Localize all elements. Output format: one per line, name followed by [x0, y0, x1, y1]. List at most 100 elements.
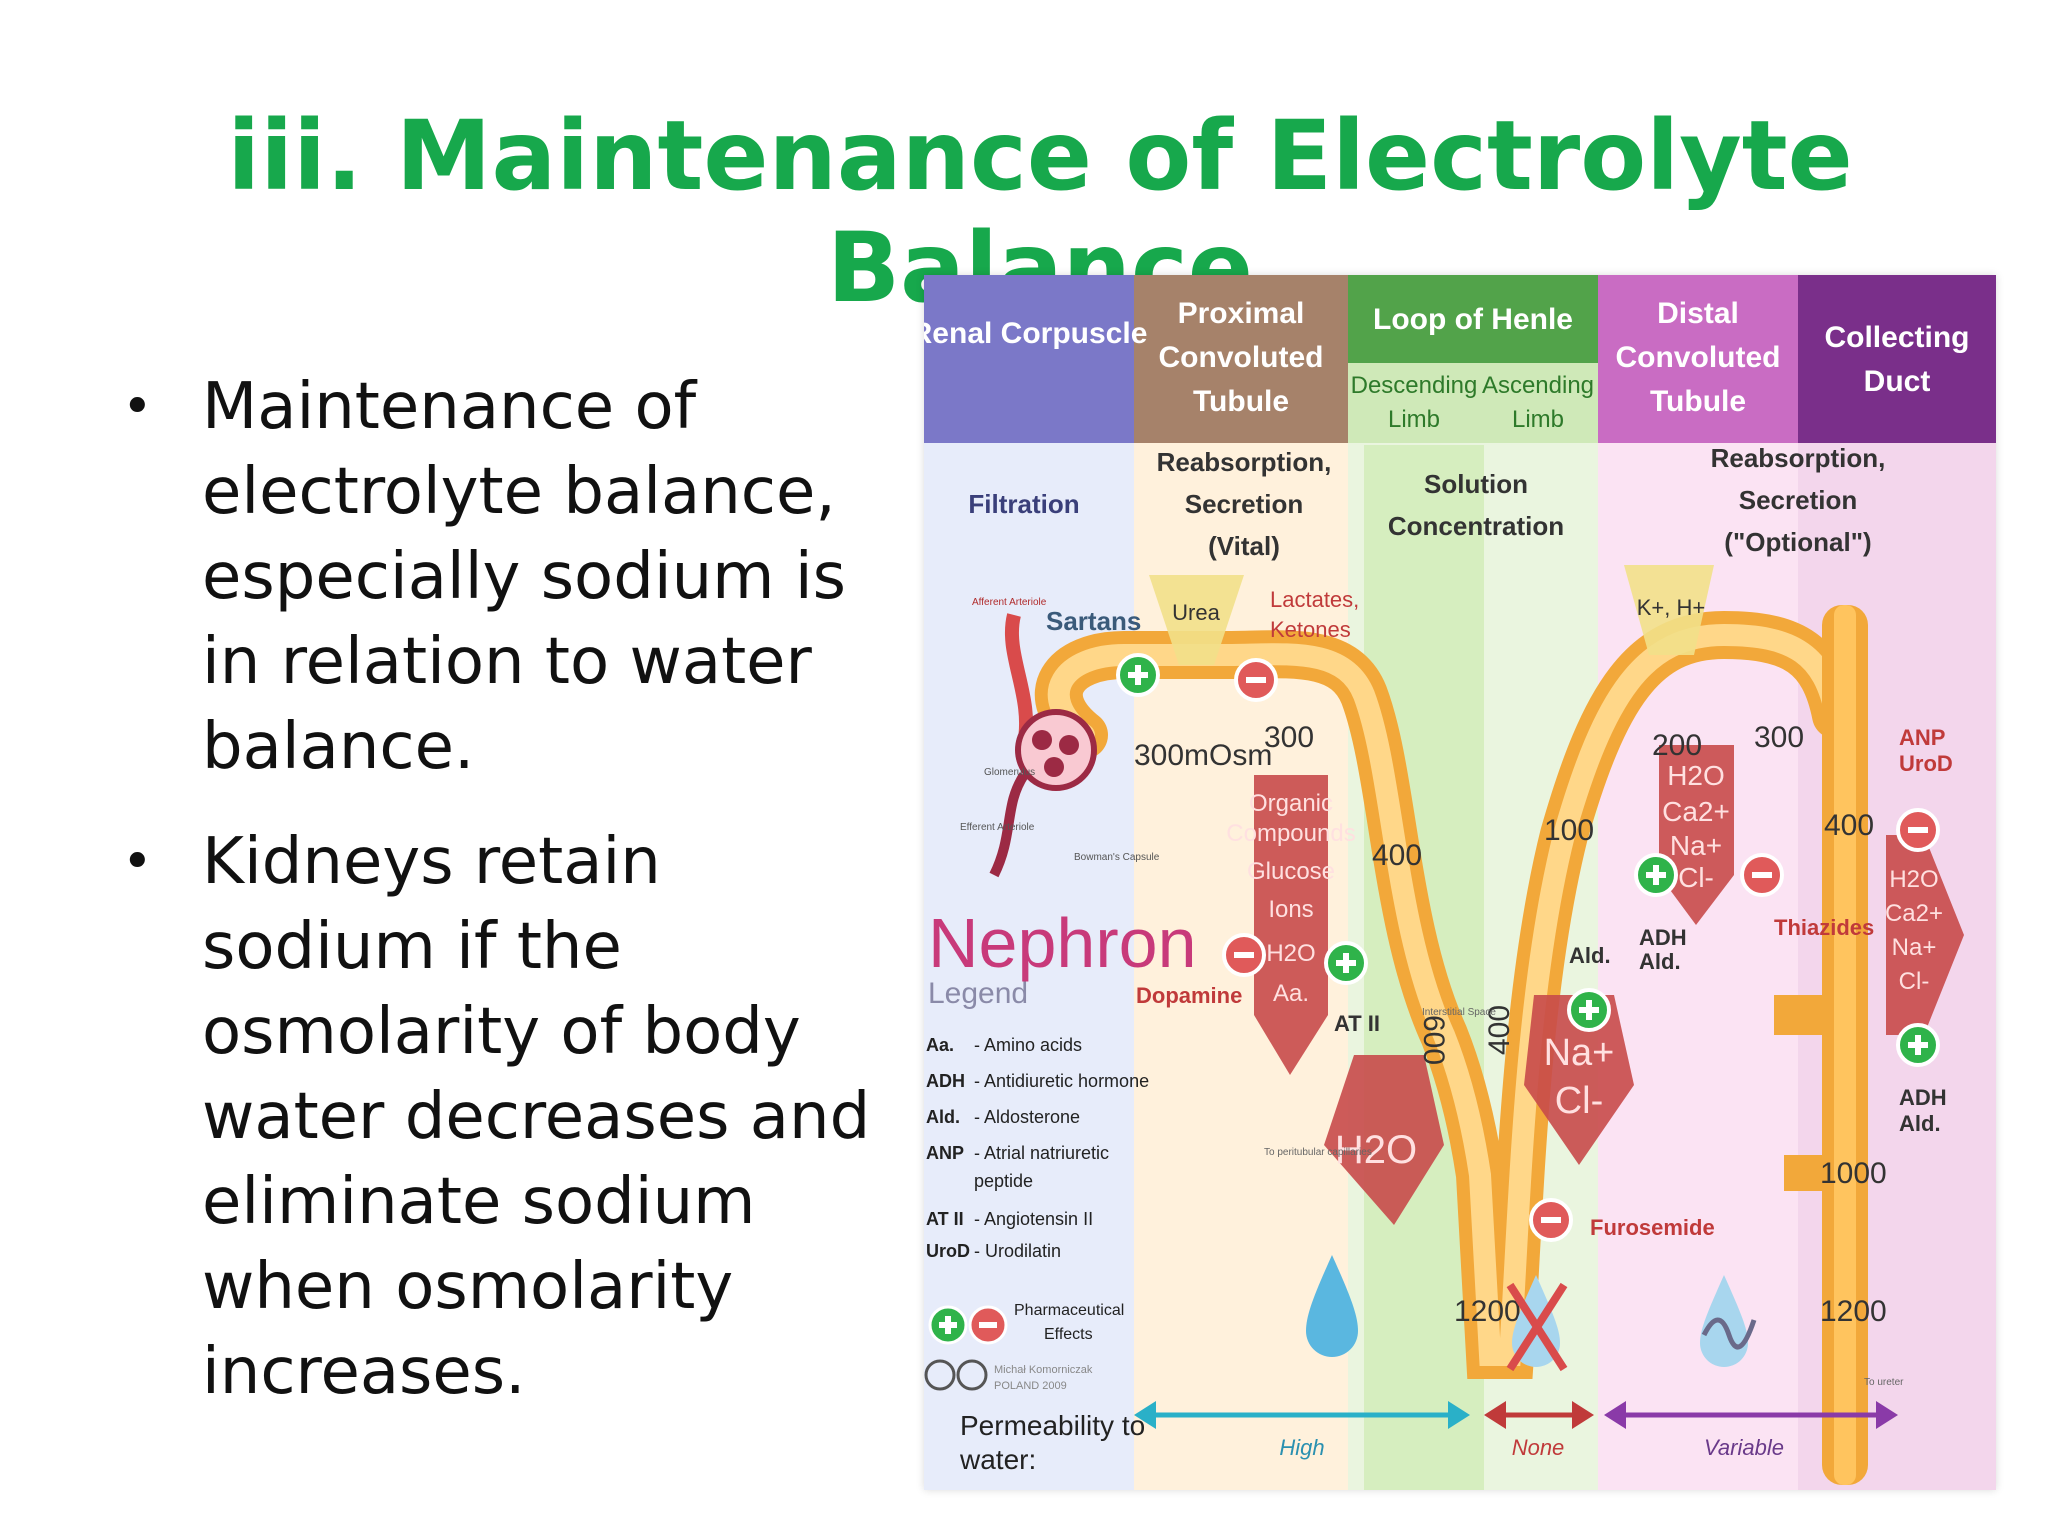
afferent-label: Afferent Arteriole — [972, 597, 1047, 608]
cd-h2o-label: H2O — [1889, 866, 1938, 893]
nephron-title: Nephron — [928, 904, 1197, 982]
legend-abbr: ANP — [926, 1143, 964, 1163]
plus-icon — [1116, 653, 1160, 697]
ketones-label: Ketones — [1270, 617, 1351, 642]
svg-text:Urea: Urea — [1172, 600, 1220, 625]
legend-text: - Atrial natriuretic — [974, 1143, 1109, 1163]
aa-label: Aa. — [1273, 980, 1309, 1007]
thiazides-label: Thiazides — [1774, 915, 1874, 940]
minus-icon — [1529, 1198, 1573, 1242]
interstitial-label: Interstitial Space — [1422, 1007, 1496, 1018]
osm-1200-a: 1200 — [1454, 1295, 1521, 1328]
cd-na-label: Na+ — [1892, 934, 1937, 961]
water-drop-blocked-icon — [1506, 1275, 1568, 1372]
cd-reabsorption-arrow — [1886, 835, 1964, 1035]
anp-label: ANP — [1899, 725, 1945, 750]
loop-water-arrow — [1324, 1055, 1444, 1225]
osm-400-b: 400 — [1483, 1005, 1516, 1055]
osm-100: 100 — [1544, 814, 1594, 847]
osm-200: 200 — [1652, 729, 1702, 762]
header-renal — [924, 275, 1134, 443]
header-collecting — [1798, 275, 1996, 443]
furosemide-label: Furosemide — [1590, 1215, 1715, 1240]
function-dct-line3: ("Optional") — [1724, 527, 1871, 557]
organic-compounds-line1: Organic — [1249, 790, 1333, 817]
lactates-label: Lactates, — [1270, 587, 1359, 612]
function-pct-line1: Reabsorption, — [1157, 447, 1332, 477]
function-dct-line2: Secretion — [1739, 485, 1858, 515]
legend-text: - Amino acids — [974, 1035, 1082, 1055]
header-loop — [1348, 275, 1598, 363]
function-loop-line2: Concentration — [1388, 511, 1564, 541]
kh-funnel: K+, H+ — [1624, 565, 1714, 655]
plus-icon — [1896, 1023, 1940, 1067]
ald-label-2: Ald. — [1639, 949, 1681, 974]
bullet-item: • Maintenance of electrolyte balance, es… — [120, 365, 880, 790]
pharma-line1: Pharmaceutical — [1014, 1302, 1124, 1319]
minus-icon — [1234, 658, 1278, 702]
legend-abbr: AT II — [926, 1209, 964, 1229]
permeability-line1: Permeability to — [960, 1410, 1145, 1441]
capillaries-label: To peritubular capillaries — [1264, 1147, 1372, 1158]
pct-reabsorption-arrow — [1254, 775, 1328, 1075]
glomerulus — [989, 613, 1097, 878]
glomerulus-label: Glomerulus — [984, 767, 1035, 778]
osm-600: 600 — [1417, 1015, 1450, 1065]
bullet-item: • Kidneys retain sodium if the osmolarit… — [120, 820, 880, 1415]
header-proximal-line1: Proximal — [1178, 297, 1305, 330]
header-collecting-line1: Collecting — [1824, 321, 1969, 354]
osm-1000: 1000 — [1820, 1157, 1887, 1190]
slide-title: iii. Maintenance of Electrolyte Balance — [227, 100, 1853, 324]
permeability-variable: Variable — [1704, 1435, 1784, 1460]
header-distal-line2: Convoluted — [1616, 341, 1781, 374]
osm-300: 300 — [1264, 721, 1314, 754]
legend-text: peptide — [974, 1171, 1033, 1191]
minus-icon — [968, 1305, 1008, 1345]
osm-400-c: 400 — [1824, 809, 1874, 842]
nephron-diagram: Renal Corpuscle Proximal Convoluted Tubu… — [924, 275, 1996, 1490]
ascending-limb-line2: Limb — [1512, 406, 1564, 433]
header-renal-label: Renal Corpuscle — [924, 317, 1147, 350]
descending-limb-line2: Limb — [1388, 406, 1440, 433]
legend-abbr: ADH — [926, 1071, 965, 1091]
osm-400-a: 400 — [1372, 839, 1422, 872]
cc-license-icon — [924, 1359, 988, 1391]
header-proximal-line3: Tubule — [1193, 385, 1289, 418]
plus-icon — [928, 1305, 968, 1345]
bullet-text: Kidneys retain sodium if the osmolarity … — [202, 825, 871, 1409]
permeability-high: High — [1279, 1435, 1324, 1460]
glucose-label: Glucose — [1247, 858, 1335, 885]
plus-icon — [1634, 853, 1678, 897]
minus-icon — [1222, 933, 1266, 977]
at2-label: AT II — [1334, 1011, 1380, 1036]
permeability-line2: water: — [959, 1444, 1036, 1475]
bullet-list: • Maintenance of electrolyte balance, es… — [120, 365, 880, 1445]
cd-ca-label: Ca2+ — [1885, 900, 1943, 927]
sartans-label: Sartans — [1046, 606, 1141, 636]
efferent-label: Efferent Arteriole — [960, 822, 1035, 833]
function-pct-line2: Secretion — [1185, 489, 1304, 519]
legend-abbr: Ald. — [926, 1107, 960, 1127]
renal-column-bg — [924, 275, 1134, 1490]
credit-line2: POLAND 2009 — [994, 1380, 1067, 1392]
minus-icon — [1740, 853, 1784, 897]
function-filtration: Filtration — [968, 489, 1079, 519]
minus-icon — [1896, 808, 1940, 852]
header-collecting-line2: Duct — [1864, 365, 1931, 398]
adh-label: ADH — [1639, 925, 1687, 950]
loop-na-label: Na+ — [1544, 1032, 1615, 1074]
water-drop-icon — [1306, 1255, 1358, 1357]
bowman-label: Bowman's Capsule — [1074, 852, 1160, 863]
bullet-dot: • — [122, 377, 153, 437]
urod-label: UroD — [1899, 751, 1953, 776]
function-loop-line1: Solution — [1424, 469, 1528, 499]
organic-compounds-line2: Compounds — [1226, 820, 1355, 847]
legend-title: Legend — [928, 977, 1028, 1010]
descending-limb-line1: Descending — [1351, 372, 1478, 399]
legend-list: Aa. - Amino acids ADH - Antidiuretic hor… — [926, 1035, 1149, 1261]
legend-text: - Angiotensin II — [974, 1209, 1093, 1229]
header-distal-line1: Distal — [1657, 297, 1739, 330]
osm-1200-b: 1200 — [1820, 1295, 1887, 1328]
header-loop-label: Loop of Henle — [1373, 303, 1573, 336]
legend-abbr: Aa. — [926, 1035, 954, 1055]
